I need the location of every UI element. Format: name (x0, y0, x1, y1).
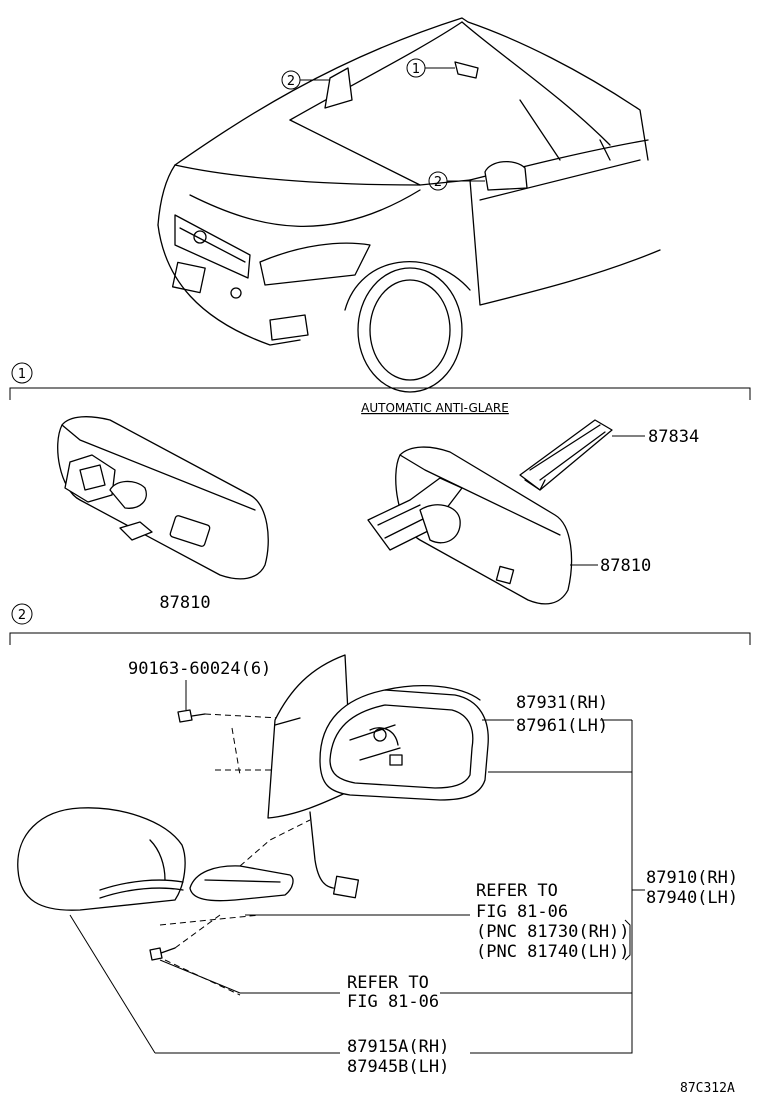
svg-text:FIG 81-06: FIG 81-06 (476, 902, 568, 922)
inner-mirror-right (367, 419, 613, 605)
svg-text:2: 2 (287, 74, 295, 89)
overview-callout-1: 1 (406, 58, 455, 78)
anti-glare-header: AUTOMATIC ANTI-GLARE (361, 401, 509, 415)
refer-to-fig-81-06-pnc: REFER TO FIG 81-06 (PNC 81730(RH)) (PNC … (476, 881, 630, 962)
section-2-marker: 2 (11, 603, 33, 625)
turn-signal-lamp (189, 819, 311, 902)
part-87961: 87961(LH) (516, 716, 608, 736)
part-87810-right: 87810 (600, 556, 651, 576)
part-90163: 90163-60024(6) (128, 659, 271, 679)
overview-callout-2a: 2 (281, 70, 330, 90)
diagram-code: 87C312A (680, 1081, 735, 1096)
part-87810-left: 87810 (159, 593, 210, 613)
svg-text:1: 1 (18, 367, 26, 382)
svg-text:2: 2 (434, 175, 442, 190)
part-87931: 87931(RH) (516, 693, 608, 713)
part-87915a: 87915A(RH) (347, 1037, 449, 1057)
side-mirror-cover (17, 807, 186, 911)
svg-text:(PNC 81740(LH)): (PNC 81740(LH)) (476, 942, 630, 962)
section-2-bracket (9, 632, 751, 645)
refer-to-fig-81-06: REFER TO FIG 81-06 (347, 973, 439, 1012)
part-87910: 87910(RH) (646, 868, 738, 888)
part-87834: 87834 (648, 427, 699, 447)
side-mirror-housing (319, 685, 489, 801)
section-1-marker: 1 (11, 362, 33, 384)
svg-text:1: 1 (412, 62, 420, 77)
overview-callout-2b: 2 (428, 171, 485, 191)
svg-text:2: 2 (18, 608, 26, 623)
section-1-bracket (9, 387, 751, 400)
svg-text:REFER TO: REFER TO (476, 881, 558, 901)
svg-text:REFER TO: REFER TO (347, 973, 429, 993)
inner-mirror-left (57, 416, 269, 580)
part-87945b: 87945B(LH) (347, 1057, 449, 1077)
car-illustration (157, 17, 661, 393)
svg-text:FIG 81-06: FIG 81-06 (347, 992, 439, 1012)
svg-text:(PNC 81730(RH)): (PNC 81730(RH)) (476, 922, 630, 942)
part-87940: 87940(LH) (646, 888, 738, 908)
